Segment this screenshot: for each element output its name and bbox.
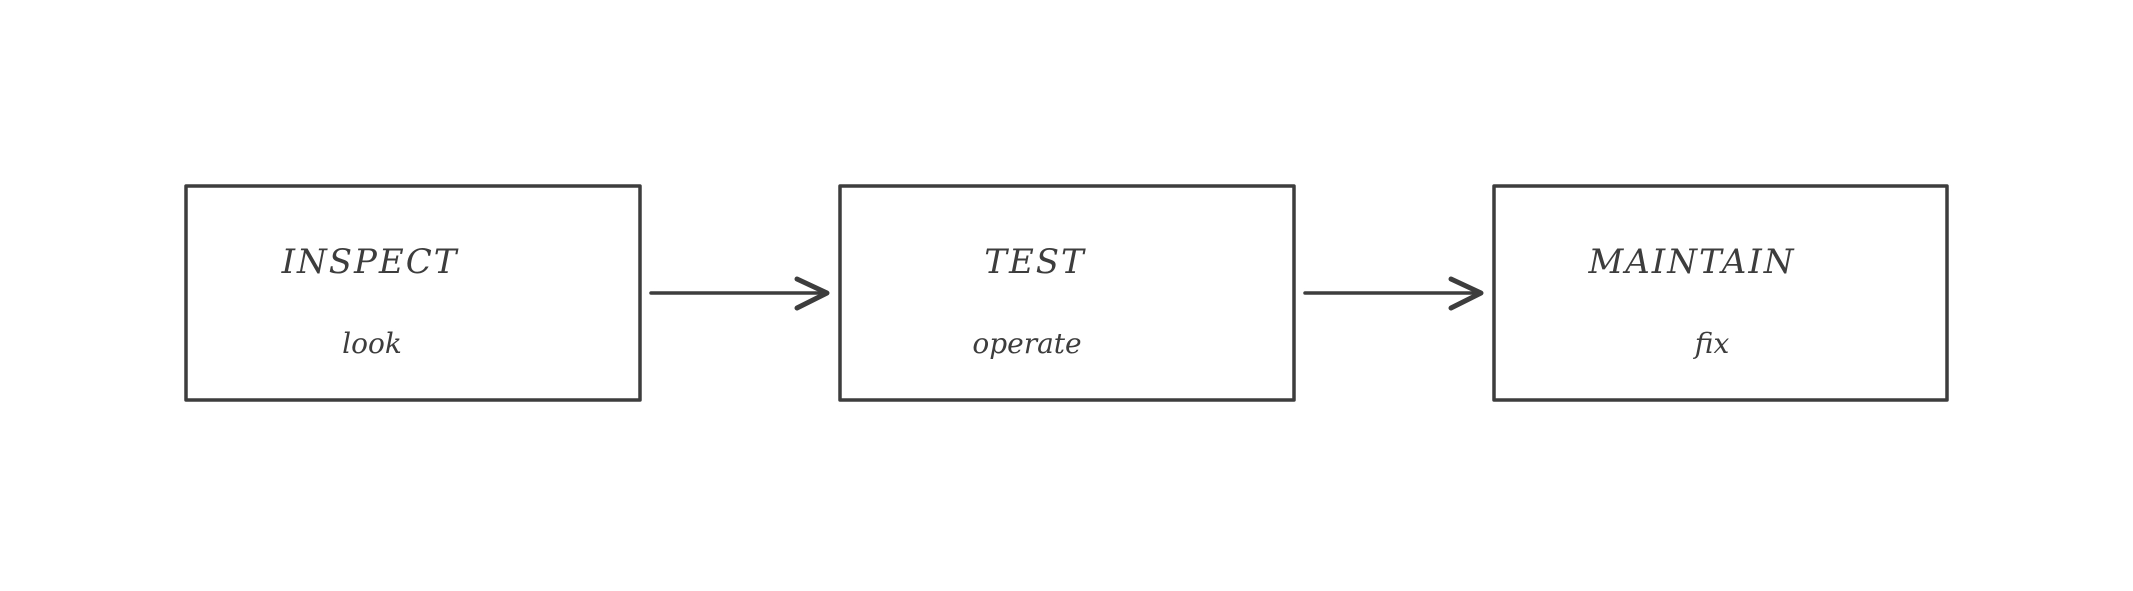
arrow-test-to-maintain [1303, 276, 1484, 311]
step-box-test-frame [838, 184, 1296, 402]
arrow-inspect-to-test [649, 276, 830, 311]
arrow-head-1-icon [794, 276, 830, 311]
step-subtitle-inspect: look [342, 327, 402, 360]
step-title-test: TEST [984, 242, 1086, 282]
step-box-maintain: MAINTAIN fix [1492, 184, 1949, 402]
step-subtitle-maintain: fix [1693, 327, 1730, 360]
step-title-maintain: MAINTAIN [1587, 242, 1795, 282]
step-box-inspect-frame [184, 184, 642, 402]
step-box-maintain-frame [1492, 184, 1949, 402]
arrow-head-2-icon [1448, 276, 1484, 311]
step-box-inspect: INSPECT look [184, 184, 642, 402]
step-subtitle-test: operate [972, 327, 1081, 360]
step-title-inspect: INSPECT [281, 242, 459, 282]
step-box-test: TEST operate [838, 184, 1296, 402]
